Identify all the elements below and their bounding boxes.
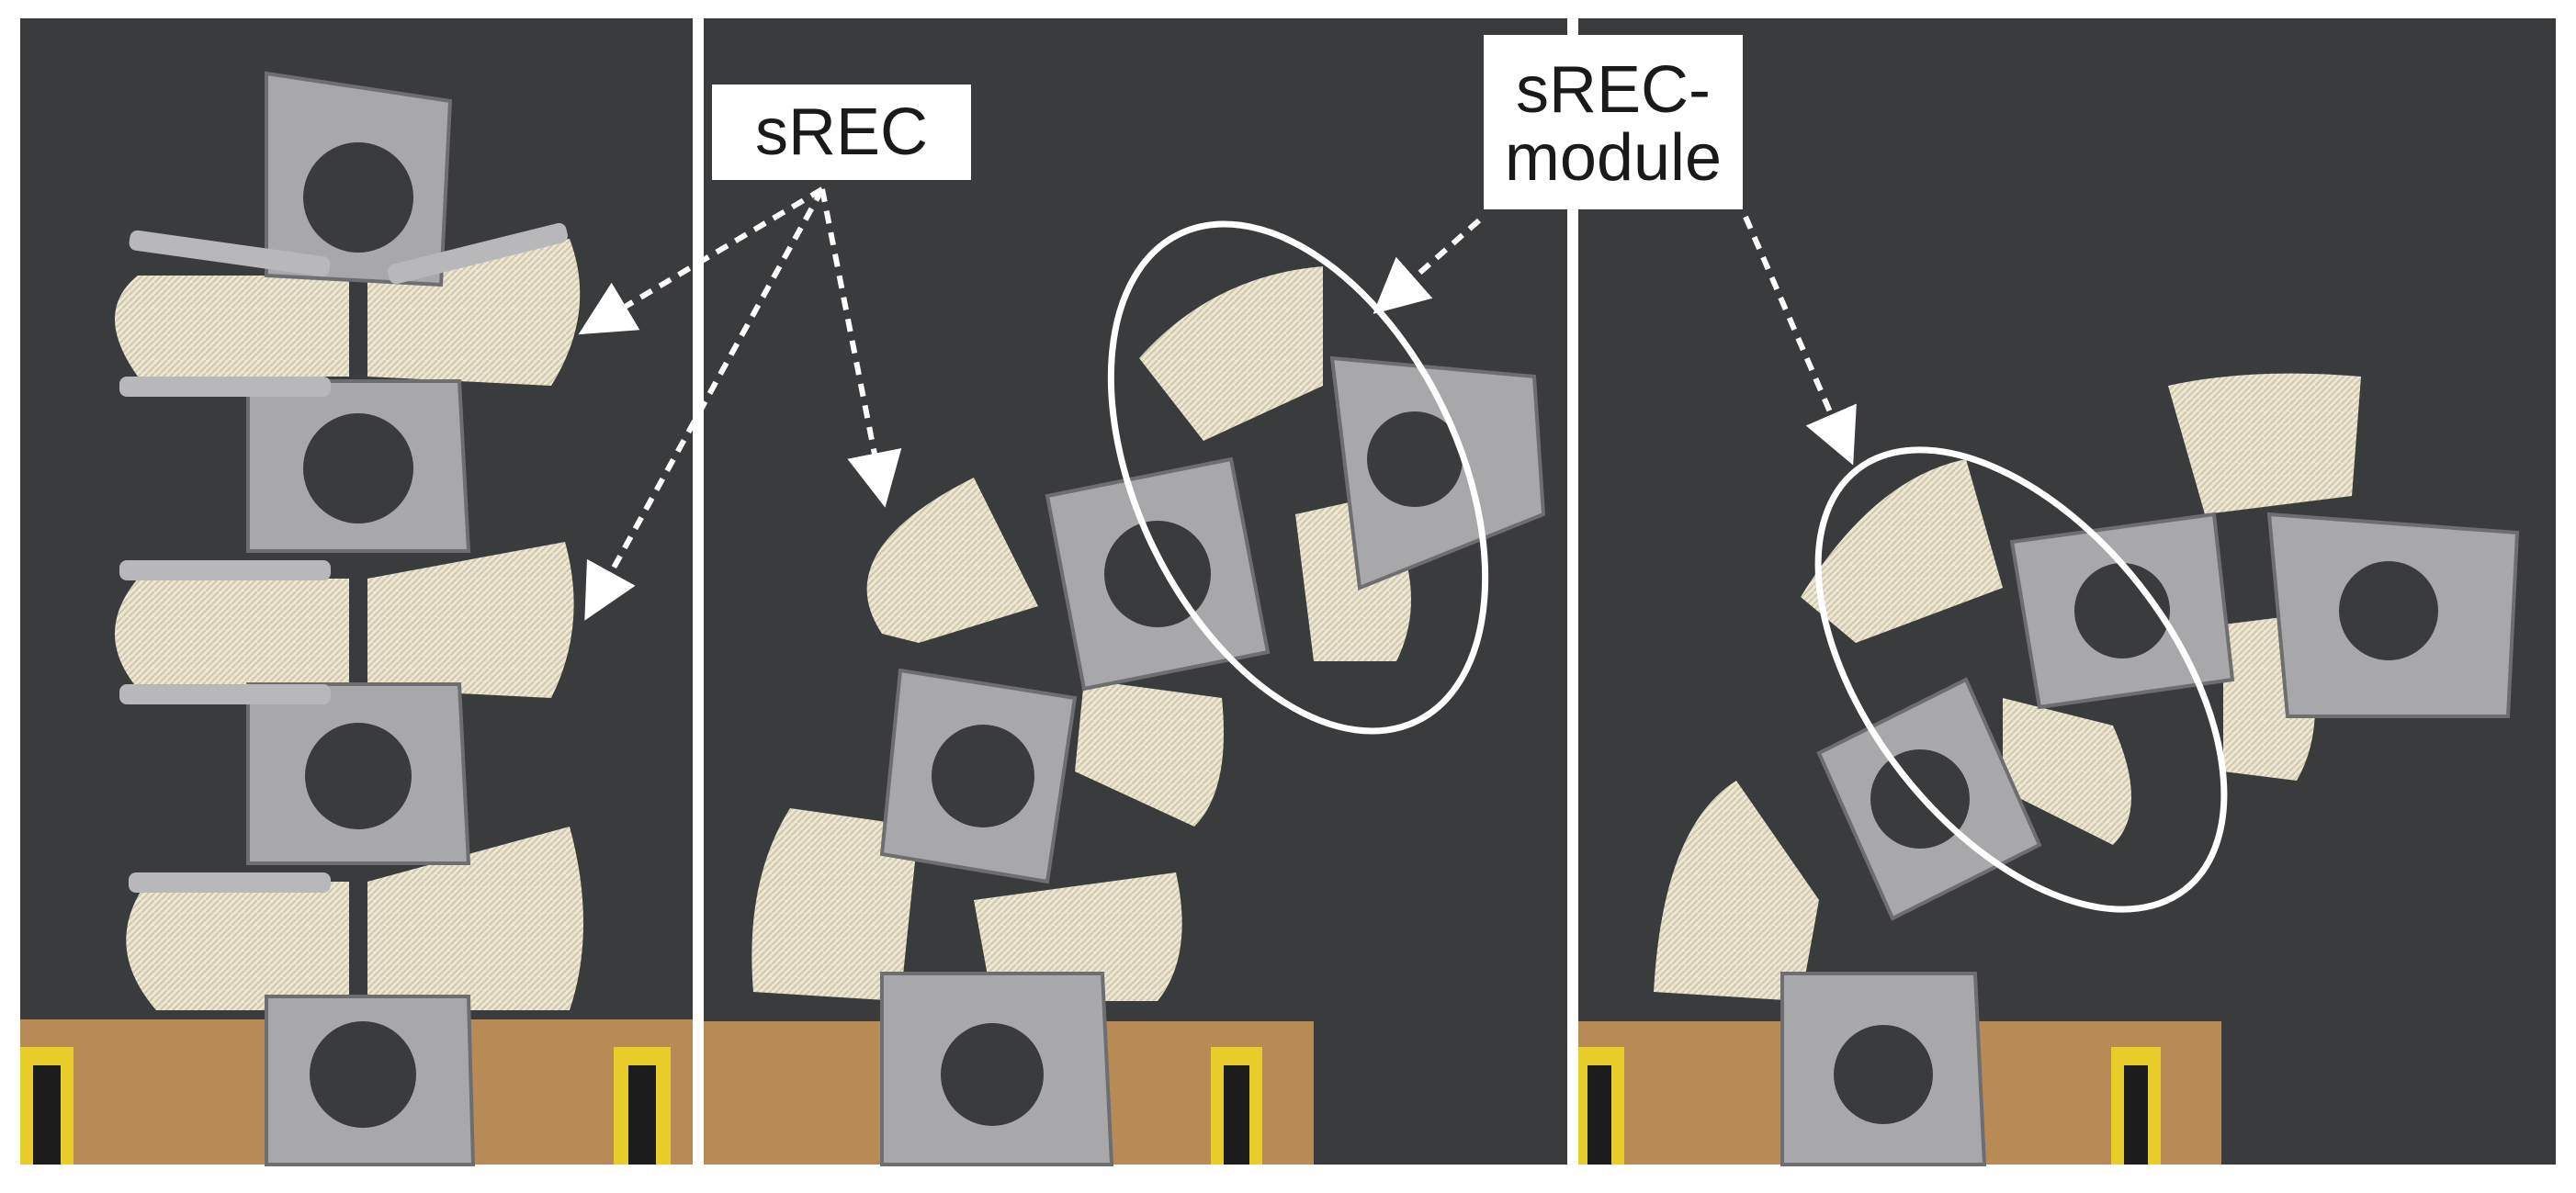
panel-middle-highlight-ellipse bbox=[1107, 220, 1489, 735]
panel-middle-fabric-actuators bbox=[751, 266, 1411, 1001]
panel-middle bbox=[704, 18, 1567, 1166]
srec-module-label-line2: module bbox=[1505, 121, 1722, 195]
panel-divider-2 bbox=[1567, 0, 1578, 1193]
panel-left-metal-plates bbox=[119, 71, 568, 1166]
panel-right-highlight-ellipse bbox=[1814, 446, 2228, 913]
srec-module-annotation: sREC- module bbox=[1373, 35, 1857, 466]
panel-right-metal-plates bbox=[1780, 512, 2520, 1166]
panel-middle-metal-plates bbox=[879, 355, 1546, 1166]
panel-left-fabric-actuators bbox=[115, 239, 583, 1010]
srec-module-label-box bbox=[1484, 35, 1743, 209]
srec-label: sREC bbox=[755, 96, 928, 169]
panel-left bbox=[20, 18, 693, 1166]
annotation-arrow-icon bbox=[578, 186, 824, 335]
srec-module-label-line1: sREC- bbox=[1516, 53, 1711, 127]
srec-annotation: sREC bbox=[578, 84, 971, 621]
srec-label-box bbox=[712, 84, 971, 180]
annotation-arrow-icon bbox=[819, 188, 902, 508]
panel-divider-1 bbox=[693, 0, 704, 1193]
panel-right-fabric-actuators bbox=[1654, 373, 2361, 1001]
